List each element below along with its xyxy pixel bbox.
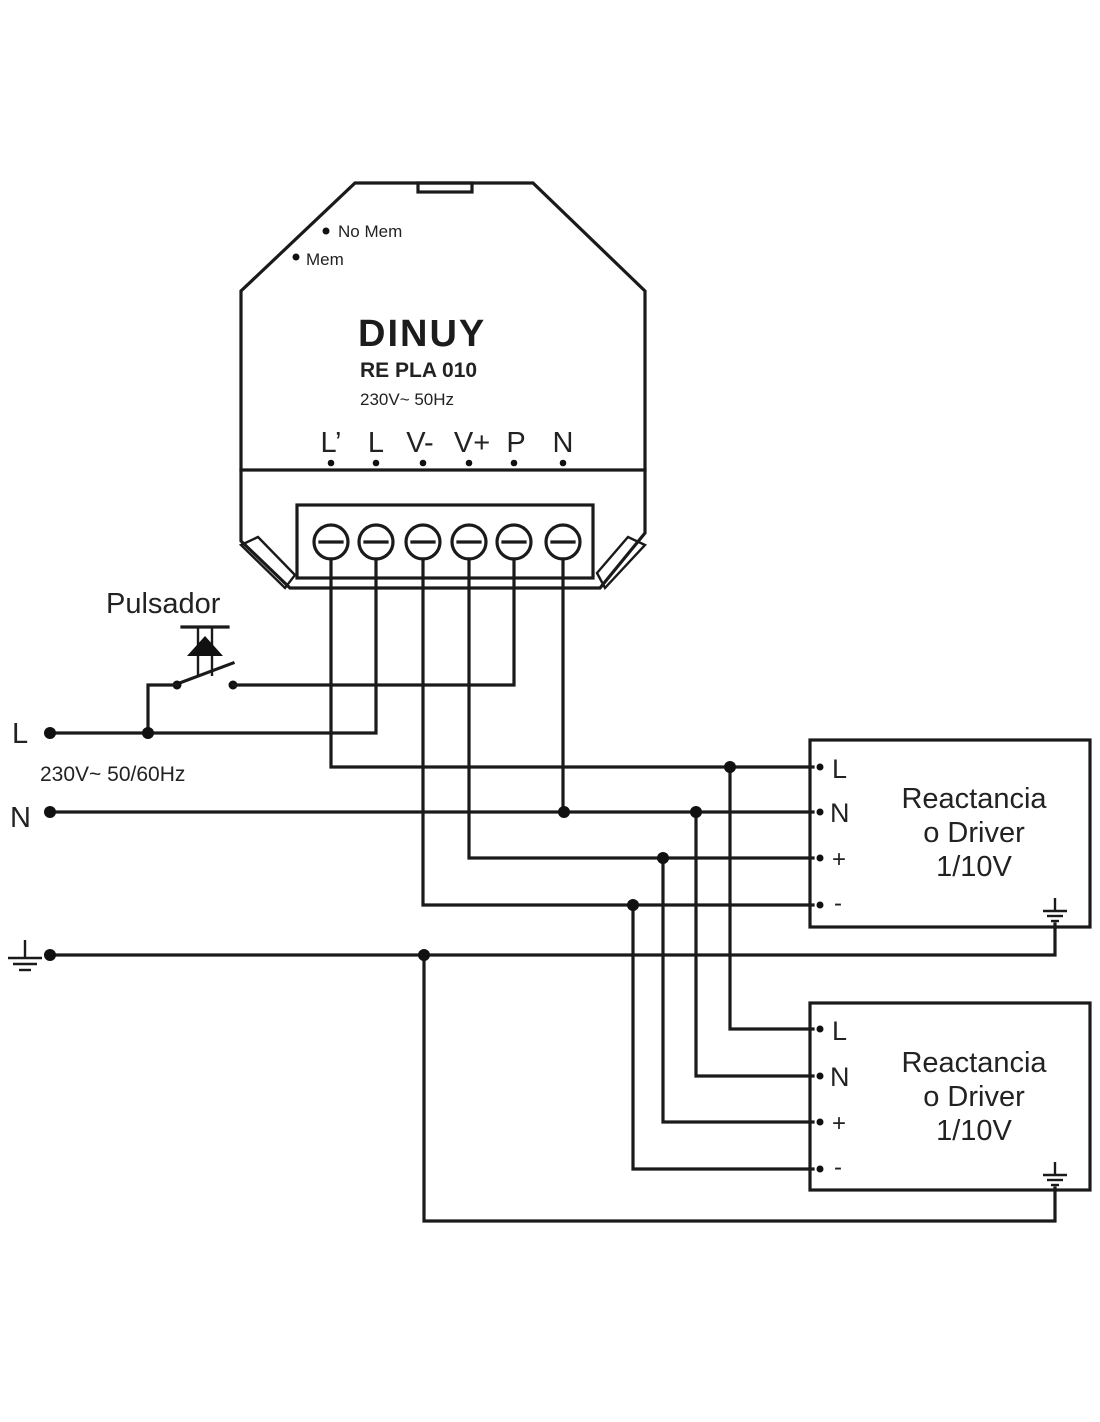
no-mem-indicator-dot xyxy=(322,227,330,235)
driver-2-terminal-l: L xyxy=(832,1016,847,1046)
wire-earth-to-driver2 xyxy=(422,953,1057,1223)
driver-1-earth-icon xyxy=(1043,898,1067,923)
brand-logo: DINUY xyxy=(358,313,486,355)
driver-2-title-line1: Reactancia xyxy=(901,1047,1047,1079)
driver-2-title-line2: o Driver xyxy=(923,1081,1025,1113)
driver-2-terminal-minus: - xyxy=(834,1154,842,1181)
wire-line-to-pushbutton xyxy=(146,683,179,735)
wire-v-plus-to-driver2 xyxy=(661,856,815,1124)
driver-1-terminal-minus: - xyxy=(834,890,842,917)
terminal-label-v-plus: V+ xyxy=(454,427,490,459)
terminal-label-l: L xyxy=(368,427,384,459)
wire-line-supply xyxy=(48,557,378,735)
model-label: RE PLA 010 xyxy=(360,359,477,382)
terminal-label-dots xyxy=(327,459,567,467)
wires xyxy=(48,557,1057,1223)
driver-2-title-line3: 1/10V xyxy=(936,1115,1012,1147)
supply-neutral-label: N xyxy=(10,802,31,834)
screw-terminal-n xyxy=(544,523,582,561)
terminal-label-l-prime: L’ xyxy=(321,427,342,459)
driver-box-2 xyxy=(808,1001,1092,1192)
driver-1-terminal-n: N xyxy=(830,798,850,828)
driver-1-title-line3: 1/10V xyxy=(936,851,1012,883)
screw-terminal-v-plus xyxy=(450,523,488,561)
supply-line-label: L xyxy=(12,718,28,750)
driver-1-terminal-plus: + xyxy=(832,846,846,873)
supply-earth-icon xyxy=(8,940,42,972)
pushbutton-symbol xyxy=(174,625,236,687)
terminal-label-p: P xyxy=(506,427,525,459)
screw-terminal-v-minus xyxy=(404,523,442,561)
wire-v-minus xyxy=(421,557,815,907)
driver-2-terminal-n: N xyxy=(830,1062,850,1092)
screw-terminal-l xyxy=(357,523,395,561)
no-mem-label: No Mem xyxy=(338,222,402,241)
wire-n-to-driver2 xyxy=(694,810,815,1078)
driver-1-terminal-dots xyxy=(816,763,824,909)
driver-2-earth-icon xyxy=(1043,1162,1067,1187)
device-housing xyxy=(238,181,647,591)
mem-indicator-dot xyxy=(292,253,300,261)
wire-l-to-driver2 xyxy=(728,765,815,1031)
mem-label: Mem xyxy=(306,250,344,269)
supply-rating: 230V~ 50/60Hz xyxy=(40,763,185,786)
device-rating: 230V~ 50Hz xyxy=(360,390,454,409)
wire-l-prime-output xyxy=(329,557,815,769)
screw-terminal-l-prime xyxy=(312,523,350,561)
driver-2-terminal-plus: + xyxy=(832,1110,846,1137)
driver-1-title-line2: o Driver xyxy=(923,817,1025,849)
driver-1-title-line1: Reactancia xyxy=(901,783,1047,815)
wire-v-minus-to-driver2 xyxy=(631,903,815,1171)
driver-box-1 xyxy=(808,738,1092,929)
junction-dots xyxy=(44,727,736,961)
terminal-label-n: N xyxy=(553,427,574,459)
driver-1-terminal-l: L xyxy=(832,754,847,784)
wire-pushbutton-to-p xyxy=(231,557,516,687)
pushbutton-label: Pulsador xyxy=(106,588,221,620)
wire-earth xyxy=(48,922,1057,957)
wire-v-plus xyxy=(467,557,815,860)
screw-terminal-p xyxy=(495,523,533,561)
screw-terminals xyxy=(312,523,582,561)
terminal-label-v-minus: V- xyxy=(406,427,433,459)
driver-2-terminal-dots xyxy=(816,1025,824,1173)
